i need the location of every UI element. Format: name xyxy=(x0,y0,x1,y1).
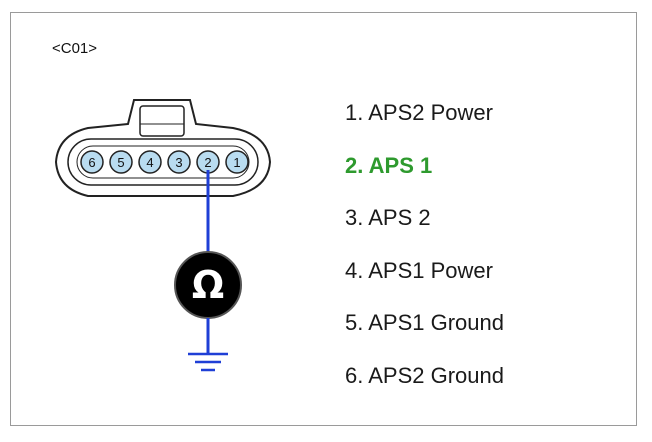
pin-5 xyxy=(109,150,133,174)
connector-pins: 6 5 4 3 2 1 xyxy=(80,150,249,174)
pin-label-5: 5 xyxy=(117,155,124,170)
pin-legend: 1. APS2 Power 2. APS 1 3. APS 2 4. APS1 … xyxy=(345,98,504,413)
pin-legend-item-3: 3. APS 2 xyxy=(345,205,431,230)
pin-legend-item-2: 2. APS 1 xyxy=(345,152,433,178)
ground-icon xyxy=(188,352,228,372)
connector-id: <C01> xyxy=(52,40,98,57)
pin-legend-item-6: 6. APS2 Ground xyxy=(345,362,504,388)
pin-6 xyxy=(80,150,104,174)
pin-1 xyxy=(225,150,249,174)
pin-legend-item-1: 1. APS2 Power xyxy=(345,100,493,125)
pin-label-6: 6 xyxy=(88,155,95,170)
connector-latch xyxy=(139,105,185,137)
connector-inner xyxy=(67,138,259,186)
diagram-frame xyxy=(10,12,637,426)
pin-3 xyxy=(167,150,191,174)
pin-legend-item-4: 4. APS1 Power xyxy=(345,257,493,283)
pin-label-4: 4 xyxy=(146,155,153,170)
ohm-symbol: Ω xyxy=(192,263,224,307)
pin-label-2: 2 xyxy=(204,155,211,170)
pin-4 xyxy=(138,150,162,174)
pin-legend-item-5: 5. APS1 Ground xyxy=(345,310,504,335)
pin-label-1: 1 xyxy=(233,155,240,170)
pin-label-3: 3 xyxy=(175,155,182,170)
ohmmeter-icon: Ω xyxy=(174,251,242,319)
